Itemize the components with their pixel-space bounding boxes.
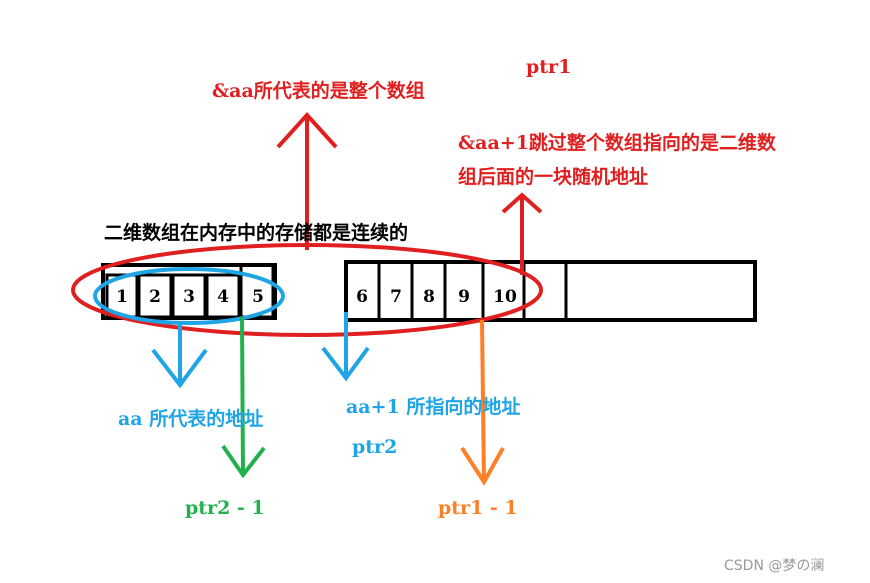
aa-plus1-label-line1: &aa+1跳过整个数组指向的是二维数 [458, 132, 776, 154]
cell-3: 3 [183, 287, 195, 307]
aa-addr-label: aa 所代表的地址 [118, 408, 264, 430]
cell-6: 6 [356, 287, 368, 307]
blue-arrow-aa-plus-1 [321, 312, 370, 382]
orange-arrow-ptr1-minus-1 [460, 319, 505, 486]
aa1-addr-label: aa+1 所指向的地址 [346, 396, 521, 418]
cell-8: 8 [423, 287, 435, 307]
right-block-outline [344, 260, 757, 322]
blue-ellipse [93, 267, 285, 325]
cell-4: 4 [217, 287, 229, 307]
cell-4-box [205, 273, 241, 319]
cell-7: 7 [390, 287, 402, 307]
ptr1-minus-1-label: ptr1 - 1 [438, 497, 518, 519]
cell-9: 9 [458, 287, 470, 307]
cell-5: 5 [252, 287, 264, 307]
red-arrow-aa [276, 112, 338, 250]
red-arrow-aa-plus-1 [501, 192, 543, 275]
cell-10: 10 [493, 287, 517, 307]
left-array-block: 1 2 3 4 5 [101, 263, 277, 320]
blue-arrow-aa [151, 324, 208, 389]
ptr2-minus-1-label: ptr2 - 1 [185, 497, 265, 519]
ptr1-label: ptr1 [526, 56, 572, 78]
cell-3-box [171, 273, 207, 319]
watermark: CSDN @梦の澜 [724, 558, 825, 574]
cell-1: 1 [116, 287, 128, 307]
aa-whole-label: &aa所代表的是整个数组 [212, 80, 425, 102]
cell-2: 2 [149, 287, 161, 307]
aa-plus1-label-line2: 组后面的一块随机地址 [458, 166, 649, 188]
green-arrow-ptr2-minus-1 [221, 316, 266, 479]
ptr2-label: ptr2 [352, 436, 398, 458]
title-label: 二维数组在内存中的存储都是连续的 [104, 222, 409, 244]
cell-2-box [137, 273, 173, 319]
right-array-block: 6 7 8 9 10 [344, 260, 757, 322]
cell-5-box [239, 263, 275, 319]
